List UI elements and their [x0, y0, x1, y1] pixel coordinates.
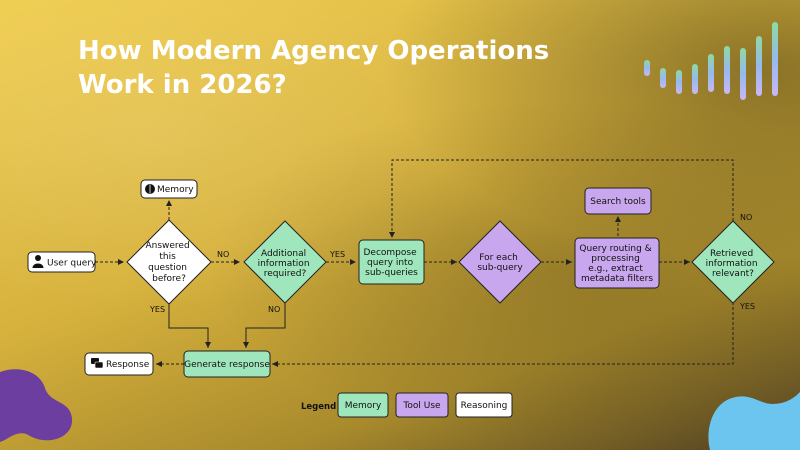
- edge-label-answered-no: NO: [217, 250, 229, 259]
- svg-text:For each sub-query: For each sub-query: [477, 253, 523, 273]
- generate-response-label: Generate response: [184, 360, 270, 370]
- response-node: Response: [84, 352, 154, 376]
- decompose-line-2: query into: [367, 258, 414, 268]
- page-title: How Modern Agency Operations Work in 202…: [78, 34, 598, 102]
- generate-response-node: Generate response: [183, 350, 271, 378]
- user-icon: [32, 255, 44, 268]
- edge-label-additional-yes: YES: [329, 250, 345, 259]
- answered-line-1: Answered: [145, 241, 189, 251]
- search-tools-node: Search tools: [584, 187, 652, 215]
- decorative-blob-left: [0, 369, 73, 442]
- user-query-label: User query: [47, 259, 97, 269]
- user-query-node: User query: [27, 251, 97, 273]
- legend-tool-use-swatch: [395, 392, 449, 418]
- retrieved-decision: Retrieved information relevant?: [691, 220, 775, 304]
- decorative-blob-right: [708, 392, 800, 450]
- chat-icon: [91, 358, 104, 369]
- search-tools-label: Search tools: [590, 197, 646, 207]
- legend-reasoning-label: Reasoning: [461, 401, 508, 411]
- retrieved-line-1: Retrieved: [710, 249, 753, 259]
- svg-text:Answered this: Answered this question before?: [145, 241, 192, 284]
- legend-reasoning-swatch: [455, 392, 513, 418]
- svg-text:Additional information: Additional information required?: [258, 249, 313, 279]
- memory-label: Memory: [157, 185, 194, 195]
- decompose-line-1: Decompose: [363, 248, 417, 258]
- query-routing-line-1: Query routing &: [579, 244, 651, 254]
- legend-memory-swatch: [337, 392, 389, 418]
- svg-text:Retrieved information: Retrieved information relevant?: [706, 249, 761, 279]
- brain-icon: [145, 184, 155, 194]
- svg-text:Query routing & proces: Query routing & processing e.g., extract…: [579, 244, 654, 284]
- retrieved-line-2: information: [706, 259, 758, 269]
- svg-text:Decompose query into: Decompose query into sub-queries: [363, 248, 419, 278]
- answered-line-4: before?: [152, 274, 186, 284]
- edge-label-additional-no: NO: [268, 305, 280, 314]
- for-each-line-1: For each: [479, 253, 518, 263]
- decompose-line-3: sub-queries: [365, 268, 418, 278]
- decompose-node: Decompose query into sub-queries: [358, 239, 425, 285]
- query-routing-line-2: processing: [591, 254, 640, 264]
- answered-line-2: this: [159, 252, 176, 262]
- edge-label-answered-yes: YES: [149, 305, 165, 314]
- legend-title: Legend: [301, 402, 336, 412]
- query-routing-node: Query routing & processing e.g., extract…: [574, 237, 660, 289]
- edge-label-retrieved-no: NO: [740, 213, 752, 222]
- decorative-bars: [644, 22, 778, 100]
- legend-tool-use-label: Tool Use: [402, 401, 441, 411]
- query-routing-line-4: metadata filters: [581, 274, 653, 284]
- answered-line-3: question: [148, 263, 187, 273]
- title-line-2: Work in 2026?: [78, 70, 287, 100]
- additional-info-decision: Additional information required?: [243, 220, 327, 304]
- for-each-node: For each sub-query: [458, 220, 542, 304]
- answered-decision: Answered this question before?: [126, 219, 212, 305]
- legend-memory-label: Memory: [345, 401, 382, 411]
- title-line-1: How Modern Agency Operations: [78, 36, 550, 66]
- legend: Legend Memory Tool Use Reasoning: [301, 392, 513, 418]
- query-routing-line-3: e.g., extract: [588, 264, 643, 274]
- additional-line-1: Additional: [261, 249, 306, 259]
- response-label: Response: [106, 360, 150, 370]
- additional-line-2: information: [258, 259, 310, 269]
- memory-node: Memory: [140, 179, 198, 199]
- additional-line-3: required?: [264, 269, 307, 279]
- retrieved-line-3: relevant?: [712, 269, 754, 279]
- edge-label-retrieved-yes: YES: [739, 302, 755, 311]
- for-each-line-2: sub-query: [477, 263, 523, 273]
- connectors: [95, 159, 734, 367]
